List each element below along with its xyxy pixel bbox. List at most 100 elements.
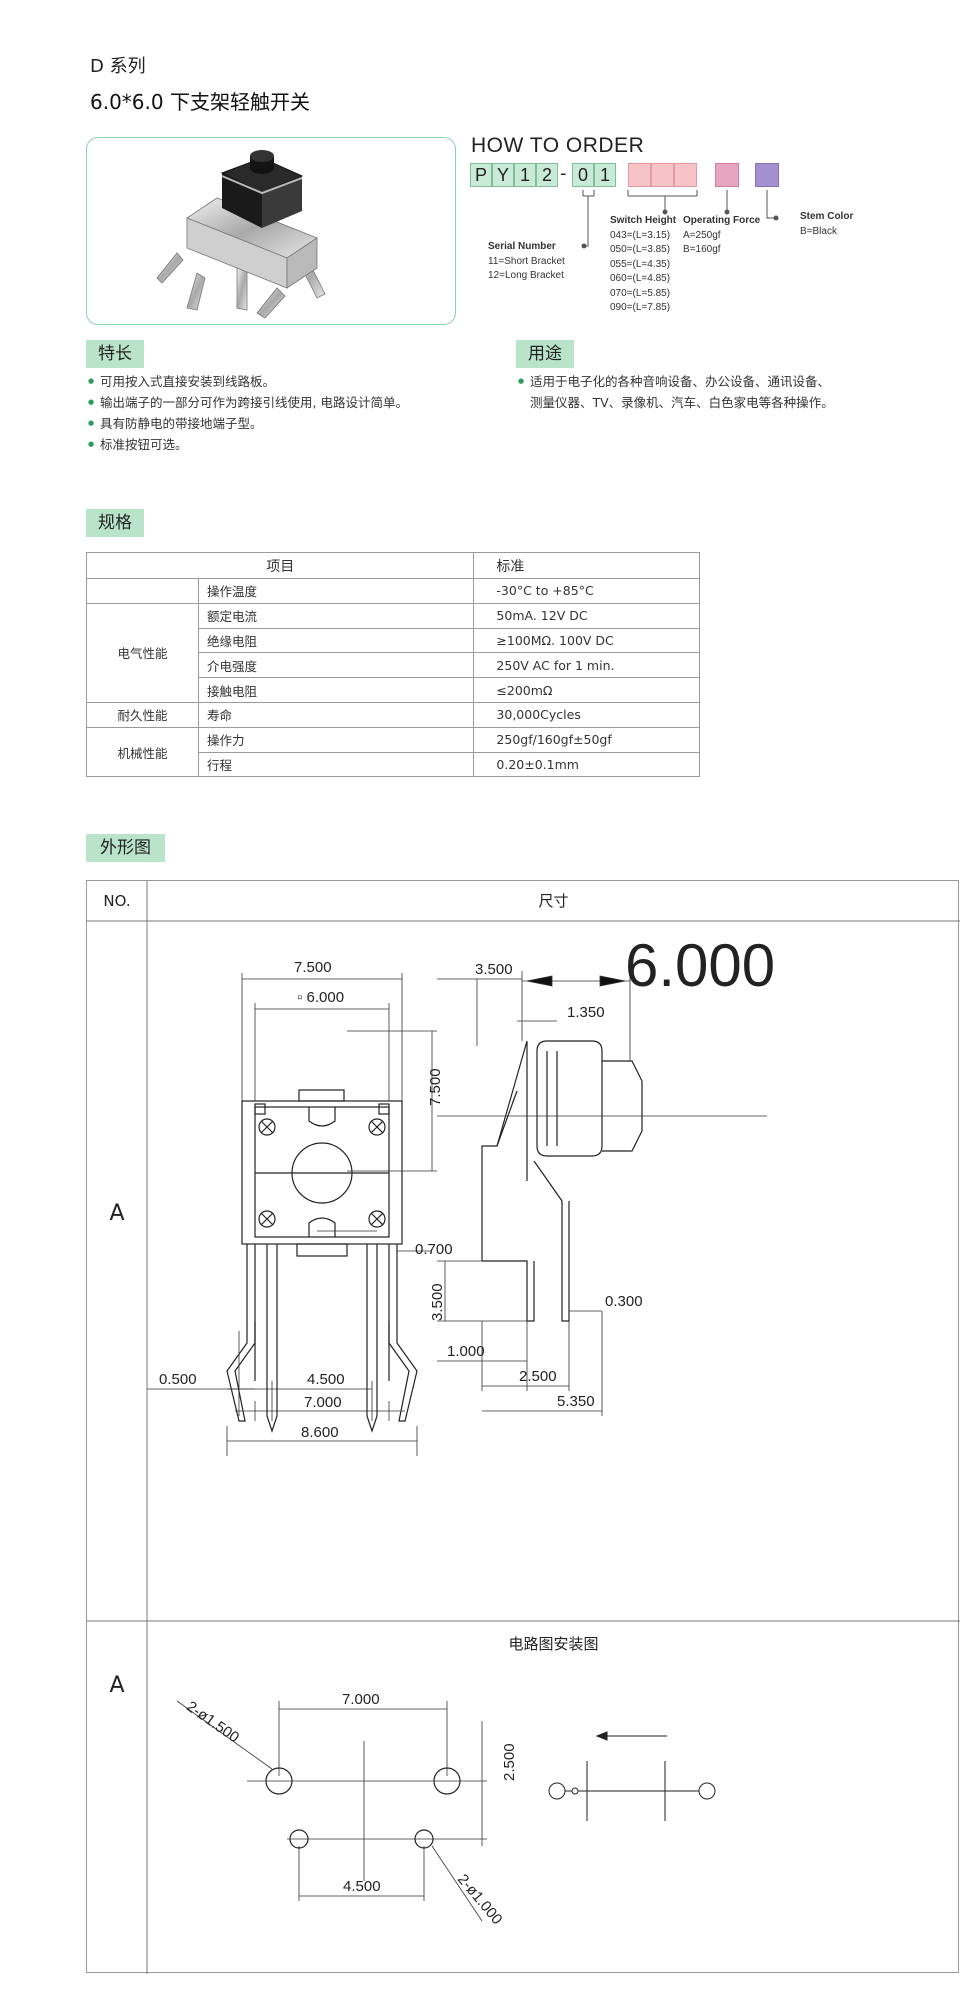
side-view [481, 1040, 643, 1322]
height-line: 090=(L=7.85) [610, 302, 671, 313]
spec-group: 机械性能 [86, 726, 199, 778]
height-line: 070=(L=5.85) [610, 287, 671, 299]
spec-item: 接触电阻 [197, 677, 475, 703]
code-char: Y [492, 163, 514, 187]
force-legend: Operating Force A=250gf B=160gf [683, 214, 760, 258]
height-line: 055=(L=4.35) [610, 258, 671, 270]
dim-label: 0.700 [415, 1241, 453, 1258]
spec-item: 额定电流 [197, 602, 475, 629]
spec-value: -30°C to +85°C [473, 578, 700, 604]
side-dim-lines [437, 971, 767, 1416]
stem-legend: Stem Color B=Black [800, 210, 853, 239]
serial-legend: Serial Number 11=Short Bracket 12=Long B… [488, 240, 565, 284]
dim-label: 3.500 [475, 961, 513, 978]
table-row: 介电强度 250V AC for 1 min. [87, 652, 700, 679]
spec-group: 电气性能 [86, 602, 199, 703]
dim-label: 7.500 [427, 1068, 444, 1106]
front-view [226, 1089, 418, 1433]
product-title: 6.0*6.0 下支架轻触开关 [90, 90, 310, 114]
height-title: Switch Height [610, 215, 677, 226]
dim-label: 2.500 [501, 1743, 518, 1781]
usage-item: 适用于电子化的各种音响设备、办公设备、通讯设备、 [518, 371, 834, 392]
code-dash: - [560, 163, 567, 184]
height-line: 060=(L=4.85) [610, 273, 671, 284]
outline-drawing-frame: NO. 尺寸 A A 电路图安装图 7.500 ▫ 6.000 7.500 0.… [86, 880, 960, 1974]
spec-value: ≥100MΩ. 100V DC [473, 627, 700, 654]
dim-label: 7.500 [294, 959, 332, 976]
table-row: 电气性能 额定电流 50mA. 12V DC [86, 602, 700, 703]
feature-item: 可用按入式直接安装到线路板。 [88, 371, 408, 392]
spec-header-value: 标准 [473, 552, 700, 579]
code-char: 0 [572, 163, 594, 187]
outline-col-no: NO. [103, 892, 131, 910]
height-slot [628, 163, 651, 187]
stem-title: Stem Color [800, 211, 854, 222]
spec-table: 项目 标准 操作温度 -30°C to +85°C 电气性能 额定电流 50mA… [85, 552, 700, 778]
dim-label: 1.000 [447, 1343, 485, 1360]
dim-label: 8.600 [301, 1424, 339, 1441]
serial-line: 11=Short Bracket [488, 255, 565, 267]
spec-value: 30,000Cycles [473, 701, 700, 728]
serial-title: Serial Number [488, 241, 556, 252]
table-row: 耐久性能 寿命 30,000Cycles [86, 701, 700, 728]
table-row: 接触电阻 ≤200mΩ [87, 677, 700, 703]
force-title: Operating Force [683, 215, 761, 226]
height-slot [674, 163, 697, 187]
dim-label: 6.000 [306, 989, 345, 1006]
stem-line: B=Black [800, 225, 837, 237]
pcb-dim-lines [176, 1700, 487, 1922]
stem-slot [755, 163, 779, 187]
serial-line: 12=Long Bracket [488, 270, 564, 281]
dim-label: 2.500 [519, 1368, 557, 1385]
code-char: P [470, 163, 492, 187]
outline-heading: 外形图 [86, 834, 165, 862]
spec-value: 50mA. 12V DC [473, 602, 700, 629]
how-to-order-heading: HOW TO ORDER [471, 134, 645, 157]
height-slot [651, 163, 674, 187]
spec-group: 耐久性能 [86, 701, 199, 728]
spec-heading: 规格 [86, 509, 144, 537]
feature-item: 输出端子的一部分可作为跨接引线使用, 电路设计简单。 [88, 392, 408, 413]
usage-heading: 用途 [516, 340, 574, 368]
spec-value: 250gf/160gf±50gf [473, 726, 700, 753]
height-line: 050=(L=3.85) [610, 244, 671, 255]
spec-item: 介电强度 [197, 652, 475, 679]
features-heading: 特长 [86, 340, 144, 368]
usage-item: 测量仪器、TV、录像机、汽车、白色家电等各种操作。 [518, 392, 834, 413]
height-legend: Switch Height 043=(L=3.15) 050=(L=3.85) … [610, 214, 676, 316]
outline-row1-no: A [109, 1201, 125, 1226]
product-photo [86, 137, 456, 325]
dim-label: 4.500 [307, 1371, 345, 1388]
circuit-title: 电路图安装图 [508, 1635, 599, 1653]
front-dim-lines [147, 973, 437, 1456]
feature-item: 标准按钮可选。 [88, 434, 408, 455]
outline-col-size: 尺寸 [538, 892, 569, 910]
table-row: 机械性能 操作力 250gf/160gf±50gf [86, 726, 700, 778]
pcb-layout [265, 1767, 461, 1849]
spec-item: 行程 [197, 751, 475, 778]
series-label: D 系列 [90, 56, 146, 77]
spec-value: 250V AC for 1 min. [473, 652, 700, 679]
dim-label: 0.500 [159, 1371, 197, 1388]
dim-label: 3.500 [429, 1283, 446, 1321]
spec-value: 0.20±0.1mm [473, 751, 700, 778]
dim-label: 5.350 [557, 1393, 595, 1410]
dim-label: ▫ 6.000 [297, 989, 345, 1006]
circuit-symbol [548, 1731, 716, 1821]
usage-item-cont: 测量仪器、TV、录像机、汽车、白色家电等各种操作。 [530, 395, 834, 410]
order-connector-lines [581, 190, 779, 249]
outline-drawing [87, 881, 960, 1974]
force-line: B=160gf [683, 244, 721, 255]
switch-illustration [156, 150, 326, 319]
dim-label: 7.000 [342, 1691, 380, 1708]
force-slot [715, 163, 739, 187]
force-line: A=250gf [683, 229, 721, 241]
dim-label: 1.350 [567, 1004, 605, 1021]
dim-label: 0.300 [605, 1293, 643, 1310]
dim-label-large: 6.000 [625, 932, 776, 999]
table-row: 操作温度 -30°C to +85°C [86, 578, 700, 604]
spec-item: 操作温度 [197, 578, 475, 604]
dim-label: 7.000 [304, 1394, 342, 1411]
spec-header-item: 项目 [85, 552, 475, 579]
height-line: 043=(L=3.15) [610, 229, 671, 241]
